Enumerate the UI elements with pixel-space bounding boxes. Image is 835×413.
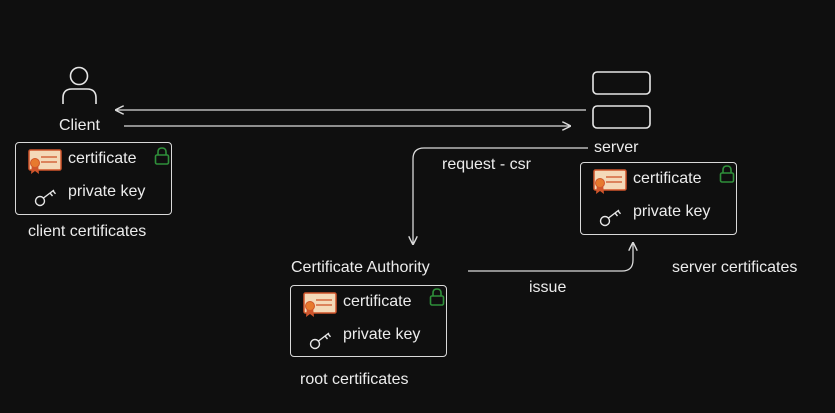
client-certificates-caption: client certificates bbox=[28, 223, 147, 240]
server-certificate-label: certificate bbox=[633, 170, 702, 187]
client-certificates-box: certificate private key bbox=[15, 142, 172, 215]
ca-private-key-label: private key bbox=[343, 326, 421, 343]
ca-certificate-label: certificate bbox=[343, 293, 412, 310]
user-icon bbox=[62, 66, 97, 104]
root-certificates-box: certificate private key bbox=[290, 285, 447, 357]
key-icon bbox=[309, 332, 332, 350]
lock-icon bbox=[719, 165, 735, 183]
lock-icon bbox=[154, 147, 170, 165]
client-private-key-label: private key bbox=[68, 183, 146, 200]
key-icon bbox=[599, 209, 622, 227]
request-csr-label: request - csr bbox=[442, 156, 531, 173]
request-csr-arrow bbox=[413, 147, 588, 244]
key-icon bbox=[34, 189, 57, 207]
issue-label: issue bbox=[529, 279, 567, 296]
server-label: server bbox=[594, 139, 639, 156]
issue-arrow bbox=[468, 243, 633, 272]
root-certificates-caption: root certificates bbox=[300, 371, 409, 388]
certificate-icon bbox=[303, 292, 337, 317]
server-private-key-label: private key bbox=[633, 203, 711, 220]
client-label: Client bbox=[59, 117, 100, 134]
server-icon bbox=[592, 71, 651, 129]
server-certificates-caption: server certificates bbox=[672, 259, 798, 276]
certificate-authority-label: Certificate Authority bbox=[291, 259, 430, 276]
lock-icon bbox=[429, 288, 445, 306]
certificate-icon bbox=[593, 169, 627, 194]
client-certificate-label: certificate bbox=[68, 150, 137, 167]
certificate-icon bbox=[28, 149, 62, 174]
server-certificates-box: certificate private key bbox=[580, 162, 737, 235]
